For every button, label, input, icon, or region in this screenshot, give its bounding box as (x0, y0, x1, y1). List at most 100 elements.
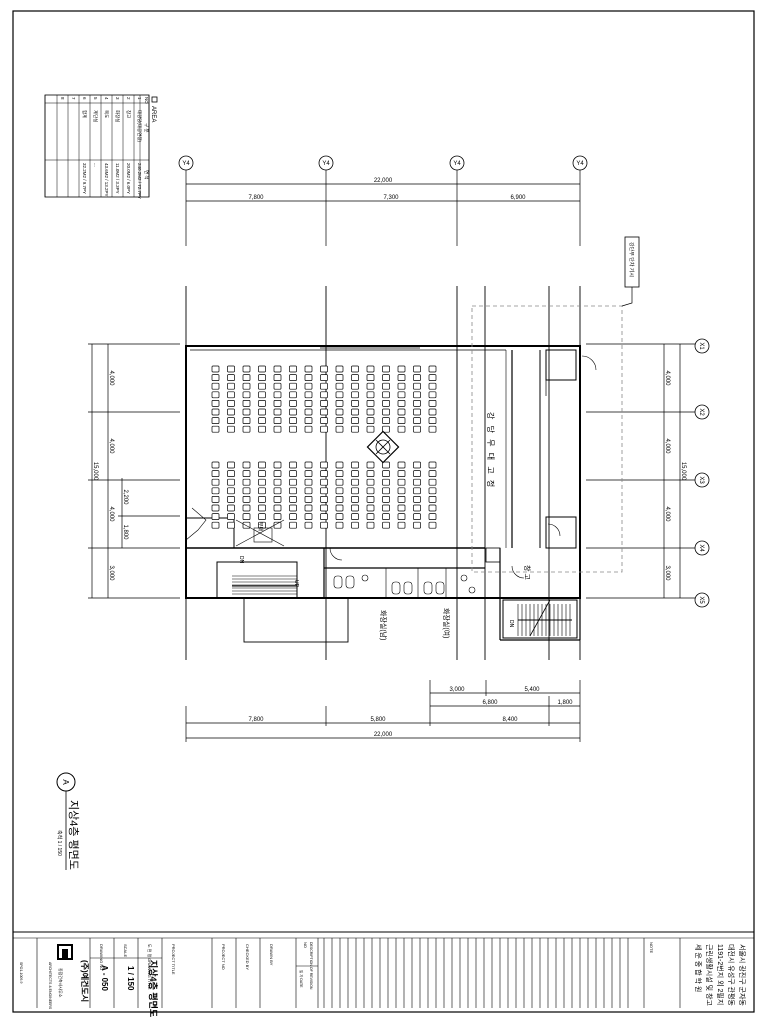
area-row-no: 1 (137, 97, 142, 100)
seat (304, 478, 313, 486)
seat (273, 496, 282, 503)
seat (211, 513, 220, 520)
dim-bottom-total: 22,000 (374, 732, 393, 738)
project-no-label: PROJECT NO (221, 944, 226, 970)
seat (320, 365, 328, 373)
seat (304, 365, 313, 373)
caption-title: 지상4층 평면도 (67, 800, 80, 870)
seat (397, 513, 406, 520)
area-row-value: ... (93, 163, 98, 167)
dim-top-segment: 7,800 (248, 195, 264, 201)
drawn-by-label: DRAWN BY (269, 944, 274, 966)
seat (273, 470, 282, 477)
area-row-value: 32.2M2 / 9.7PY (82, 163, 87, 194)
seat (351, 382, 359, 390)
dim-left-inner: 1,800 (122, 524, 128, 540)
dim-right-segment: 4,000 (664, 370, 670, 386)
seat (242, 513, 251, 520)
scale-value: 1 / 150 (126, 966, 135, 991)
seat (428, 408, 437, 416)
seat (304, 496, 313, 503)
seat (258, 478, 266, 486)
seat (335, 504, 344, 512)
storage-label: 창 고 (523, 565, 531, 580)
seat (242, 461, 251, 469)
seat (227, 487, 235, 495)
restroom-male-label: 화장실(남) (379, 610, 388, 640)
firm-eng: ARCHITECTS & ENGINEERS (48, 962, 52, 1010)
note-label: NOTE (649, 942, 654, 953)
seat (366, 496, 375, 503)
seat (382, 374, 390, 381)
seat (273, 425, 282, 433)
seat (397, 478, 406, 486)
dim-left-segment: 4,000 (108, 506, 114, 522)
seat (335, 374, 344, 381)
seat (273, 478, 282, 486)
seat (382, 504, 390, 512)
stage-label: 무대 (257, 522, 264, 532)
seat (428, 513, 437, 520)
area-row-no: 2 (126, 97, 131, 100)
seat (397, 374, 406, 381)
seat (351, 461, 359, 469)
toilet-fixture (403, 581, 413, 595)
seat (227, 391, 235, 399)
seat (335, 461, 344, 469)
seat (428, 374, 437, 381)
area-table-title-box (151, 96, 158, 103)
area-row-name: 합계 (81, 110, 88, 118)
seat (258, 496, 266, 503)
toilet-fixture (423, 581, 433, 595)
seat (428, 470, 437, 477)
axis-bubble-right (694, 338, 710, 354)
seat (227, 408, 235, 416)
drawing-title-label: 도 면 명 DRAWING TITLE (147, 944, 153, 990)
seat (242, 504, 251, 512)
seat (351, 521, 359, 529)
dashed-boundary (471, 305, 623, 573)
seat (351, 425, 359, 433)
file-ref: SPO1-1009-9 (19, 962, 23, 983)
seat (304, 487, 313, 495)
seat (242, 408, 251, 416)
seat (413, 391, 421, 399)
seat (242, 365, 251, 373)
seat (320, 382, 328, 390)
seat (413, 496, 421, 503)
seat (320, 461, 328, 469)
seat (227, 417, 235, 424)
seat (320, 478, 328, 486)
caption-scale: 축척 1 / 150 (56, 830, 63, 856)
seat (428, 461, 437, 469)
seat (242, 496, 251, 503)
rev-header-date: 일 자 DATE (299, 970, 304, 988)
axis-bubble-right (694, 592, 710, 608)
seat (258, 408, 266, 416)
seat (211, 400, 220, 407)
drawing-caption: A 지상4층 평면도 축척 1 / 150 (56, 772, 80, 870)
seat (289, 365, 297, 373)
seat (258, 365, 266, 373)
sink-fixture (468, 586, 476, 594)
left-dimension-lines (88, 343, 180, 599)
seat (211, 504, 220, 512)
seat (227, 504, 235, 512)
dim-left-segment: 3,000 (108, 565, 114, 581)
seat (413, 478, 421, 486)
seat (335, 513, 344, 520)
dim-bottom: 1,800 (557, 700, 573, 706)
seat (351, 470, 359, 477)
area-row-name: 계단실 (92, 110, 99, 122)
area-row-no: 8 (60, 97, 65, 100)
seat (351, 504, 359, 512)
seat (351, 417, 359, 424)
seat (273, 521, 282, 529)
area-row-no: 4 (104, 97, 109, 100)
seat (413, 521, 421, 529)
stage-area (190, 347, 506, 530)
axis-label-top: Y4 (182, 161, 190, 167)
seat (273, 391, 282, 399)
